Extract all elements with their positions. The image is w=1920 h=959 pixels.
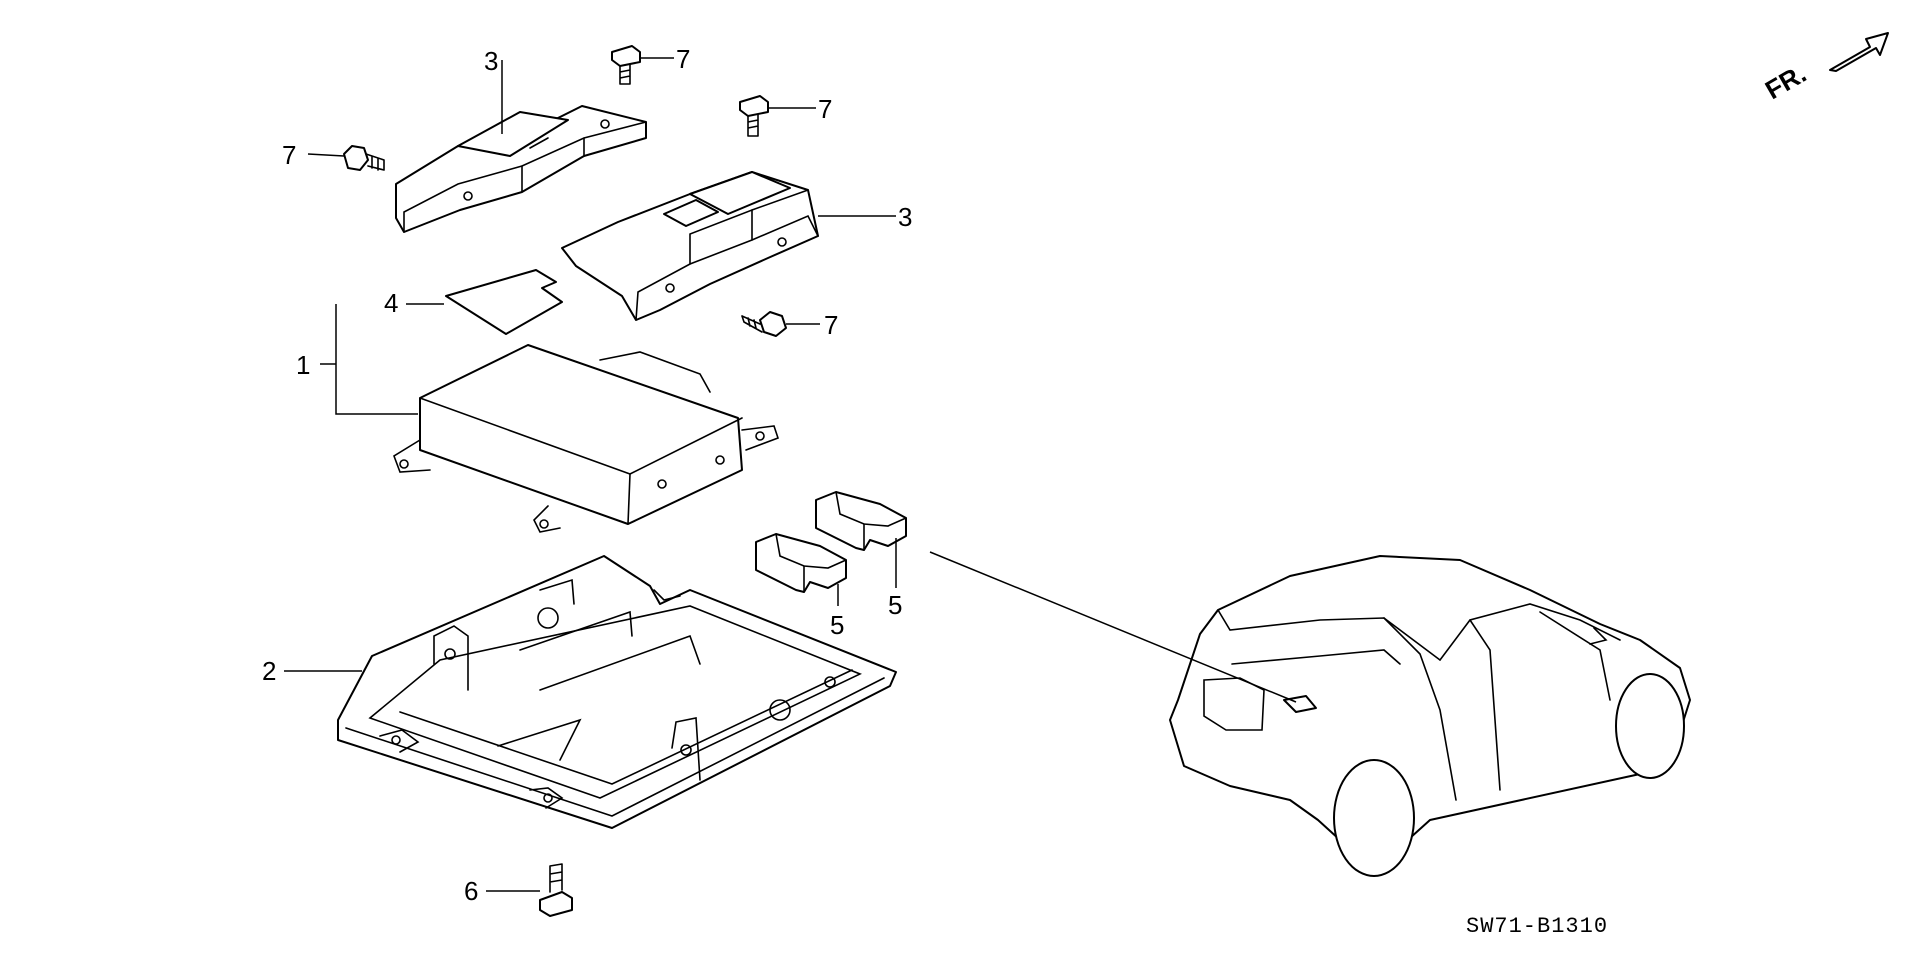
base-tray — [337, 555, 897, 829]
control-unit — [393, 344, 780, 533]
bracket-rear — [395, 105, 647, 233]
bolt-top-right — [739, 95, 769, 137]
bolt-mid-right — [741, 311, 787, 337]
leader-lines — [284, 57, 1297, 892]
bottom-bolt — [539, 863, 573, 917]
connector-left — [755, 533, 847, 593]
callout-bolt-mid-right: 7 — [824, 310, 838, 340]
diagram-code: SW71-B1310 — [1466, 914, 1608, 939]
bolt-top-center — [611, 45, 641, 85]
callout-bracket-front: 3 — [898, 202, 912, 232]
callout-bolt-left: 7 — [282, 140, 296, 170]
callout-connector-right: 5 — [888, 590, 902, 620]
callout-pad: 4 — [384, 288, 398, 318]
front-indicator-label: FR. — [1760, 58, 1811, 105]
callout-connector-left: 5 — [830, 610, 844, 640]
callout-unit: 1 — [296, 350, 310, 380]
callout-bottom-bolt: 6 — [464, 876, 478, 906]
bolt-left — [343, 145, 385, 171]
bracket-front — [561, 171, 819, 321]
callout-bolt-top-center: 7 — [676, 44, 690, 74]
vehicle-illustration — [1169, 555, 1691, 877]
pad — [445, 269, 563, 335]
callout-base-tray: 2 — [262, 656, 276, 686]
front-direction-indicator: FR. — [1760, 32, 1889, 105]
callout-bracket-rear: 3 — [484, 46, 498, 76]
connector-right — [815, 491, 907, 551]
callout-bolt-top-right: 7 — [818, 94, 832, 124]
front-arrow-icon — [1829, 32, 1889, 72]
